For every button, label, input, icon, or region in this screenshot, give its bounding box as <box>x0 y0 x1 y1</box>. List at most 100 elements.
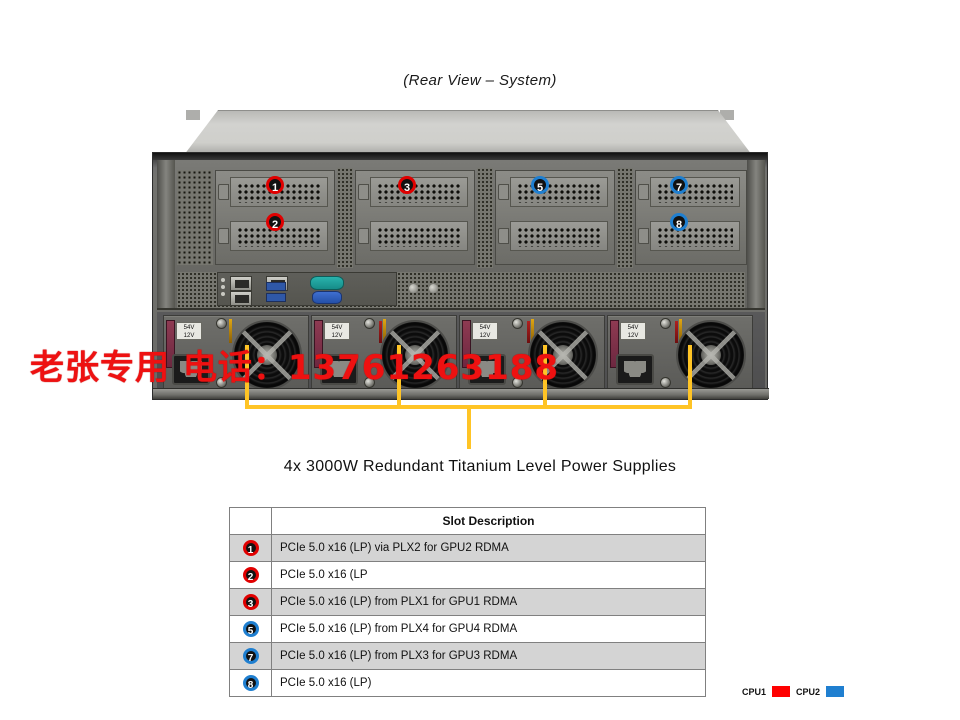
slot-description-cell: PCIe 5.0 x16 (LP) from PLX3 for GPU3 RDM… <box>271 642 706 670</box>
slot-latch-4b[interactable] <box>638 228 649 244</box>
psu-leader-line-2 <box>397 345 401 408</box>
cpu-legend: CPU1 CPU2 <box>742 686 845 697</box>
usb-port-1[interactable] <box>266 293 286 302</box>
pcie-bracket-slot-3 <box>370 177 468 207</box>
pcie-bracket-slot-4 <box>370 221 468 251</box>
table-row: 5 PCIe 5.0 x16 (LP) from PLX4 for GPU4 R… <box>229 615 706 643</box>
usb-port-2[interactable] <box>266 282 286 291</box>
slot-latch-4a[interactable] <box>638 184 649 200</box>
rear-io-region <box>157 160 765 310</box>
server-rear-photo: 54V 12V 54V 12V <box>152 110 769 400</box>
psu-leader-line-1 <box>245 345 249 408</box>
slot-latch-3b[interactable] <box>498 228 509 244</box>
ipmi-lan-port[interactable] <box>230 276 252 291</box>
slot-latch-1b[interactable] <box>218 228 229 244</box>
slot-number-badge: 7 <box>242 648 259 664</box>
pcie-bracket-slot-7 <box>650 177 740 207</box>
pcie-bracket-slot-6 <box>510 221 608 251</box>
vent-panel-left <box>177 170 213 265</box>
table-header-number <box>229 507 272 535</box>
slot-description-cell: PCIe 5.0 x16 (LP <box>271 561 706 589</box>
psu-screw-2b <box>364 377 375 388</box>
slot-latch-2b[interactable] <box>358 228 369 244</box>
serial-com-port[interactable] <box>310 276 344 290</box>
table-row-badge-cell: 5 <box>229 615 272 643</box>
table-row-badge-cell: 1 <box>229 534 272 562</box>
table-row: 3 PCIe 5.0 x16 (LP) from PLX1 for GPU1 R… <box>229 588 706 616</box>
slot-description-cell: PCIe 5.0 x16 (LP) <box>271 669 706 697</box>
slot-number-badge: 1 <box>242 540 259 556</box>
slot-number-badge: 2 <box>242 567 259 583</box>
psu-fan-4 <box>676 320 746 390</box>
table-body: 1 PCIe 5.0 x16 (LP) via PLX2 for GPU2 RD… <box>229 534 706 697</box>
cpu2-legend-label: CPU2 <box>796 686 821 697</box>
psu-handle-4[interactable] <box>610 320 619 368</box>
psu-ac-inlet-3[interactable] <box>468 354 506 385</box>
psu-screw-4a <box>660 318 671 329</box>
psu-screw-2a <box>364 318 375 329</box>
pcie-bracket-slot-5 <box>510 177 608 207</box>
status-led-1 <box>221 278 225 282</box>
psu-screw-3a <box>512 318 523 329</box>
chassis-body: 54V 12V 54V 12V <box>152 152 769 400</box>
psu-handle-2[interactable] <box>314 320 323 368</box>
power-supply-4[interactable]: 54V 12V <box>607 315 753 391</box>
slot-badge-3: 3 <box>398 176 416 194</box>
slot-badge-8: 8 <box>670 213 688 231</box>
psu-cable-2b <box>383 319 386 343</box>
psu-ac-inlet-4[interactable] <box>616 354 654 385</box>
vga-port[interactable] <box>312 291 342 304</box>
table-header-description: Slot Description <box>271 507 706 535</box>
table-row-badge-cell: 8 <box>229 669 272 697</box>
psu-cable-3b <box>531 319 534 343</box>
psu-screw-4b <box>660 377 671 388</box>
table-row: 2 PCIe 5.0 x16 (LP <box>229 561 706 589</box>
slot-badge-1: 1 <box>266 176 284 194</box>
motherboard-io-panel <box>217 272 397 306</box>
chassis-rail-left <box>157 160 175 308</box>
psu-leader-line-4 <box>688 345 692 408</box>
psu-screw-3b <box>512 377 523 388</box>
psu-caption: 4x 3000W Redundant Titanium Level Power … <box>283 458 677 475</box>
slot-description-cell: PCIe 5.0 x16 (LP) from PLX1 for GPU1 RDM… <box>271 588 706 616</box>
page-title: (Rear View – System) <box>403 72 557 89</box>
table-row: 1 PCIe 5.0 x16 (LP) via PLX2 for GPU2 RD… <box>229 534 706 562</box>
slot-latch-2a[interactable] <box>358 184 369 200</box>
slot-number-badge: 5 <box>242 621 259 637</box>
psu-ac-inlet-1[interactable] <box>172 354 210 385</box>
psu-voltage-label-3: 54V 12V <box>472 322 498 340</box>
psu-handle-3[interactable] <box>462 320 471 368</box>
psu-voltage-label-4: 54V 12V <box>620 322 646 340</box>
psu-screw-1a <box>216 318 227 329</box>
psu-cable-4b <box>679 319 682 343</box>
uid-button[interactable] <box>409 284 418 293</box>
reset-button[interactable] <box>429 284 438 293</box>
slot-description-cell: PCIe 5.0 x16 (LP) from PLX4 for GPU4 RDM… <box>271 615 706 643</box>
slot-latch-1a[interactable] <box>218 184 229 200</box>
psu-ac-inlet-2[interactable] <box>320 354 358 385</box>
psu-voltage-label-2: 54V 12V <box>324 322 350 340</box>
psu-handle-1[interactable] <box>166 320 175 368</box>
slot-number-badge: 3 <box>242 594 259 610</box>
psu-leader-line-3 <box>543 345 547 408</box>
psu-leader-stem <box>467 405 471 449</box>
chassis-seam <box>153 153 767 160</box>
psu-cable-3 <box>527 321 530 343</box>
cage-divider-2 <box>477 168 493 268</box>
psu-voltage-label-1: 54V 12V <box>176 322 202 340</box>
power-supply-3[interactable]: 54V 12V <box>459 315 605 391</box>
lan-port-1[interactable] <box>230 291 252 306</box>
table-header-row: Slot Description <box>229 507 706 535</box>
slot-badge-7: 7 <box>670 176 688 194</box>
psu-fan-3 <box>528 320 598 390</box>
psu-cable-4 <box>675 321 678 343</box>
slot-latch-3a[interactable] <box>498 184 509 200</box>
slot-badge-2: 2 <box>266 213 284 231</box>
table-row: 8 PCIe 5.0 x16 (LP) <box>229 669 706 697</box>
chassis-base-rail <box>153 388 769 399</box>
status-led-3 <box>221 292 225 296</box>
slot-number-badge: 8 <box>242 675 259 691</box>
cpu1-legend-label: CPU1 <box>742 686 767 697</box>
power-supply-1[interactable]: 54V 12V <box>163 315 309 391</box>
table-row-badge-cell: 3 <box>229 588 272 616</box>
